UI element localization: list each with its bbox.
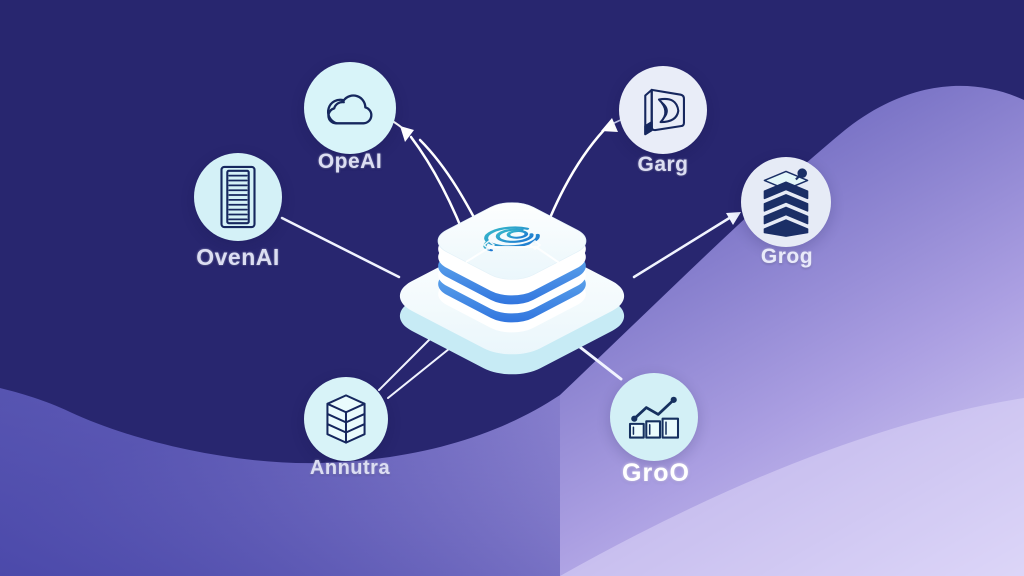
node-annutra: [304, 377, 388, 461]
node-grog-label: Grog: [760, 245, 814, 268]
bar-chart-icon: [628, 396, 680, 439]
node-groo: [610, 373, 698, 461]
node-garg: [619, 66, 707, 154]
node-grog: [741, 157, 831, 247]
node-ovenai: [194, 153, 282, 241]
node-openai: [304, 62, 396, 154]
node-garg-label: Garg: [637, 153, 689, 176]
node-openai-label: OpeAI: [317, 150, 383, 173]
server-rack-icon: [220, 165, 256, 229]
node-groo-label: GroO: [622, 459, 690, 487]
speaker-icon: [644, 88, 685, 136]
database-stack-icon: [326, 394, 366, 444]
node-ovenai-label: OvenAI: [196, 244, 280, 270]
wireframe-frame: [465, 240, 562, 265]
cloud-icon: [327, 94, 373, 125]
layered-stack-icon: [763, 168, 809, 237]
central-hub: [399, 202, 625, 375]
node-annutra-label: Annutra: [309, 457, 391, 479]
